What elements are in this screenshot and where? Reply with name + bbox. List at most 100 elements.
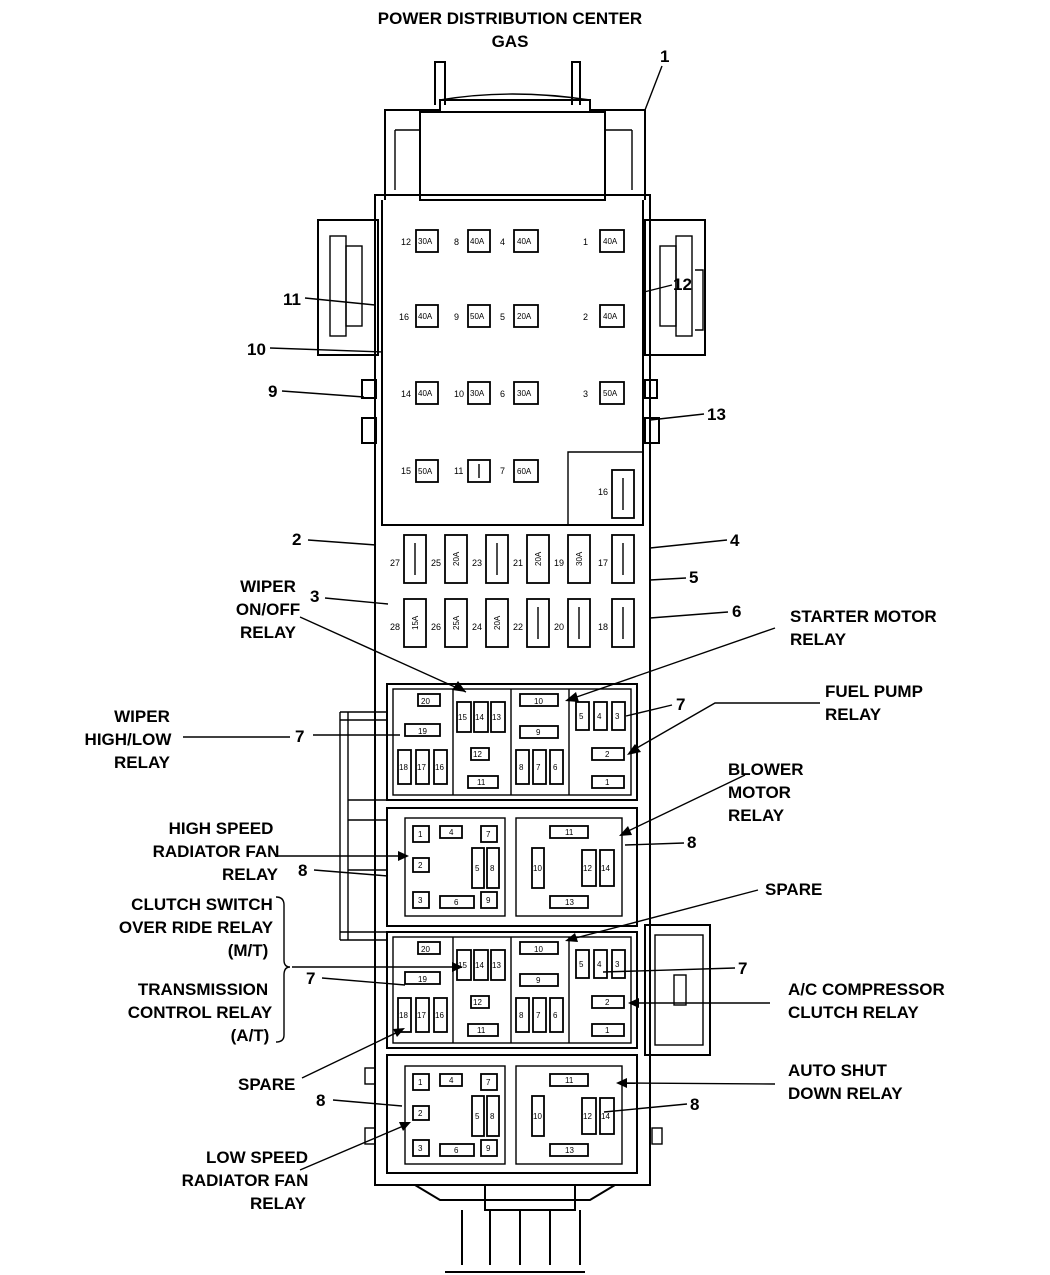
label-wiper-onoff-1: WIPER	[240, 577, 296, 596]
side-bracket-right-lower	[644, 924, 711, 1056]
svg-text:6: 6	[454, 898, 459, 907]
svg-text:2: 2	[605, 998, 610, 1007]
svg-text:5: 5	[579, 712, 584, 721]
callout-11: 11	[283, 290, 301, 309]
svg-text:11: 11	[477, 778, 486, 787]
svg-text:24: 24	[472, 622, 482, 632]
svg-text:20A: 20A	[493, 615, 502, 630]
diagram-subtitle: GAS	[492, 32, 529, 51]
svg-text:16: 16	[598, 487, 608, 497]
callout-12: 12	[673, 275, 692, 294]
mini-fuse-row-top: 27 25 20A 23 21 20A 19 30A 17	[390, 534, 635, 584]
svg-text:26: 26	[431, 622, 441, 632]
svg-text:21: 21	[513, 558, 523, 568]
side-bracket-right	[644, 219, 706, 444]
callouts: 1 11 10 9 12 13 2 3 4 5 6 7 7 8 8 7	[247, 47, 747, 1114]
svg-text:14: 14	[475, 961, 484, 970]
svg-text:4: 4	[597, 712, 602, 721]
label-ac-compressor-2: CLUTCH RELAY	[788, 1003, 919, 1022]
label-starter-motor-2: RELAY	[790, 630, 847, 649]
side-bracket-left	[317, 219, 379, 444]
svg-text:14: 14	[401, 389, 411, 399]
svg-text:14: 14	[475, 713, 484, 722]
svg-text:3: 3	[615, 960, 620, 969]
callout-9: 9	[268, 382, 277, 401]
svg-text:12: 12	[583, 864, 592, 873]
svg-text:4: 4	[500, 237, 505, 247]
svg-text:17: 17	[598, 558, 608, 568]
svg-text:25A: 25A	[452, 615, 461, 630]
svg-text:19: 19	[418, 975, 427, 984]
svg-text:6: 6	[454, 1146, 459, 1155]
label-spare-right: SPARE	[765, 880, 822, 899]
svg-text:1: 1	[418, 1078, 423, 1087]
svg-text:18: 18	[399, 763, 408, 772]
svg-text:8: 8	[490, 864, 495, 873]
label-high-speed-fan-1: HIGH SPEED	[169, 819, 274, 838]
svg-text:20: 20	[421, 945, 430, 954]
svg-text:13: 13	[492, 961, 501, 970]
svg-text:1: 1	[418, 830, 423, 839]
svg-text:8: 8	[490, 1112, 495, 1121]
svg-text:2: 2	[583, 312, 588, 322]
callout-7-b: 7	[676, 695, 685, 714]
svg-text:50A: 50A	[603, 389, 618, 398]
callout-7-a: 7	[295, 727, 304, 746]
svg-text:12: 12	[473, 998, 482, 1007]
label-spare-left: SPARE	[238, 1075, 295, 1094]
svg-text:17: 17	[417, 1011, 426, 1020]
svg-text:13: 13	[565, 898, 574, 907]
svg-text:14: 14	[601, 864, 610, 873]
svg-text:16: 16	[399, 312, 409, 322]
callout-8-b: 8	[687, 833, 696, 852]
svg-text:1: 1	[583, 237, 588, 247]
label-wiper-highlow-3: RELAY	[114, 753, 171, 772]
svg-text:18: 18	[399, 1011, 408, 1020]
svg-text:2: 2	[605, 750, 610, 759]
svg-text:12: 12	[473, 750, 482, 759]
svg-text:10: 10	[533, 1112, 542, 1121]
svg-text:17: 17	[417, 763, 426, 772]
svg-text:6: 6	[553, 1011, 558, 1020]
label-clutch-3: (M/T)	[228, 941, 269, 960]
callout-4: 4	[730, 531, 740, 550]
label-blower-3: RELAY	[728, 806, 785, 825]
label-wiper-onoff-3: RELAY	[240, 623, 297, 642]
mini-fuse-row-bottom: 28 15A 26 25A 24 20A 22 20 18	[390, 598, 635, 648]
svg-text:6: 6	[500, 389, 505, 399]
svg-text:19: 19	[554, 558, 564, 568]
svg-text:5: 5	[500, 312, 505, 322]
svg-text:15: 15	[401, 466, 411, 476]
callout-3: 3	[310, 587, 319, 606]
svg-text:30A: 30A	[517, 389, 532, 398]
housing-top	[384, 61, 646, 201]
svg-text:2: 2	[418, 861, 423, 870]
svg-text:7: 7	[536, 763, 541, 772]
callout-13: 13	[707, 405, 726, 424]
label-fuel-pump-2: RELAY	[825, 705, 882, 724]
svg-text:20A: 20A	[452, 551, 461, 566]
svg-text:16: 16	[435, 1011, 444, 1020]
label-wiper-highlow-1: WIPER	[114, 707, 170, 726]
label-low-speed-fan-1: LOW SPEED	[206, 1148, 308, 1167]
svg-text:11: 11	[565, 828, 574, 837]
svg-text:50A: 50A	[418, 467, 433, 476]
callout-2: 2	[292, 530, 301, 549]
label-transmission-2: CONTROL RELAY	[128, 1003, 273, 1022]
svg-text:3: 3	[583, 389, 588, 399]
svg-text:15: 15	[458, 961, 467, 970]
svg-text:4: 4	[449, 1076, 454, 1085]
svg-text:40A: 40A	[517, 237, 532, 246]
bottom-connector	[364, 1067, 663, 1273]
svg-text:25: 25	[431, 558, 441, 568]
svg-text:40A: 40A	[603, 237, 618, 246]
svg-text:9: 9	[536, 976, 541, 985]
svg-text:3: 3	[418, 1144, 423, 1153]
svg-text:10: 10	[534, 697, 543, 706]
svg-text:8: 8	[454, 237, 459, 247]
label-clutch-2: OVER RIDE RELAY	[119, 918, 274, 937]
label-auto-shutdown-2: DOWN RELAY	[788, 1084, 903, 1103]
svg-text:8: 8	[519, 763, 524, 772]
relay-labels: WIPER ON/OFF RELAY STARTER MOTOR RELAY F…	[85, 577, 945, 1213]
